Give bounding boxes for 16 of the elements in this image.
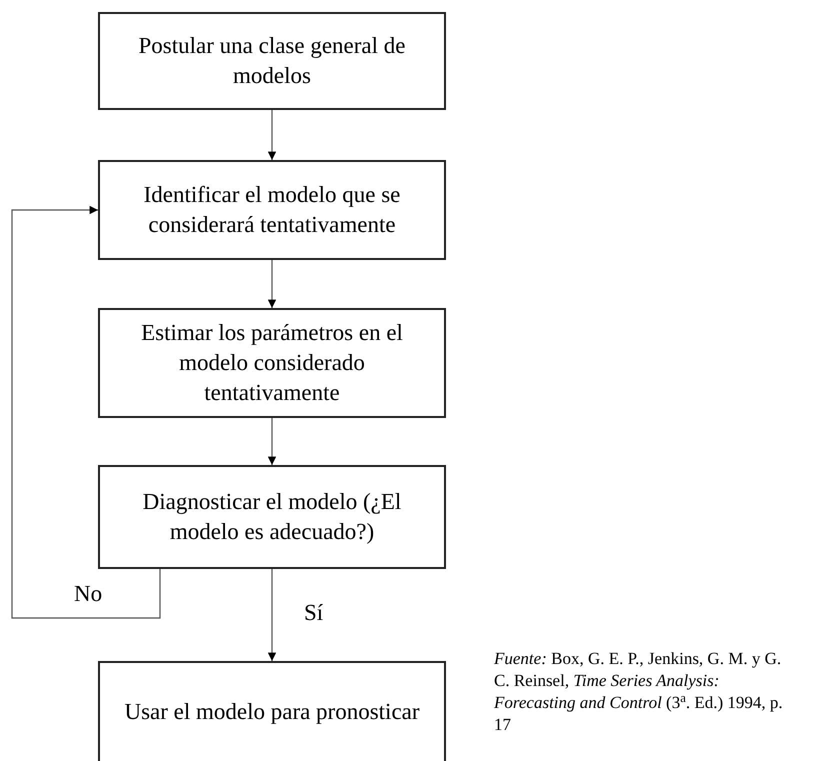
process-box [98, 661, 446, 761]
arrow [268, 569, 276, 661]
step-text: Diagnosticar el modelo (¿El modelo es adecuado?) [142, 488, 402, 546]
arrow [268, 260, 276, 308]
arrow [268, 418, 276, 465]
step-text: Identificar el modelo que se considerará tentativamente [142, 181, 402, 239]
step-text: Estimar los parámetros en el modelo considerado tentativamente [140, 319, 404, 407]
process-box [98, 465, 446, 569]
step-text: Postular una clase general de modelos [138, 32, 406, 90]
process-box [98, 160, 446, 260]
step-text: Usar el modelo para pronosticar [124, 698, 420, 726]
process-box [98, 12, 446, 110]
process-box [98, 308, 446, 418]
arrow [268, 110, 276, 160]
source-note: Fuente: Box, G. E. P., Jenkins, G. M. y G. C. Reinsel, Time Series Analysis: Forecasting and Control (3$^{a}$. Ed.) 1994, p. 17 [494, 648, 784, 736]
arrow [11, 206, 161, 619]
